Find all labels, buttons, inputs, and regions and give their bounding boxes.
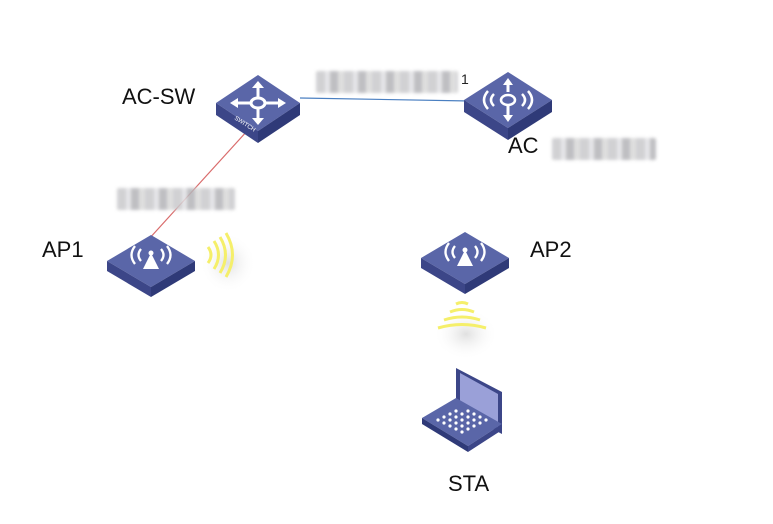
laptop-icon[interactable] [422, 368, 502, 452]
access-controller-icon[interactable] [464, 72, 552, 140]
link-annotation: 1 [461, 71, 469, 87]
access-point-icon[interactable] [107, 235, 195, 297]
link-acsw-ap1 [147, 129, 249, 241]
keyboard [436, 409, 488, 434]
redacted-link-label-acsw-ap1 [117, 188, 235, 210]
node-label-ac: AC [508, 133, 539, 158]
wifi-signal-icon [200, 232, 256, 293]
switch-icon[interactable]: SWITCH [216, 75, 300, 143]
node-label-ap1: AP1 [42, 237, 84, 262]
node-label-ap2: AP2 [530, 237, 572, 262]
access-point-icon[interactable] [421, 232, 509, 294]
wifi-signal-icon [434, 301, 498, 360]
node-label-sta: STA [448, 471, 490, 496]
node-label-ac-sw: AC-SW [122, 84, 196, 109]
link-acsw-ac [299, 97, 471, 102]
redacted-link-label-acsw-ac [316, 71, 458, 93]
redacted-address-ac [552, 138, 656, 160]
